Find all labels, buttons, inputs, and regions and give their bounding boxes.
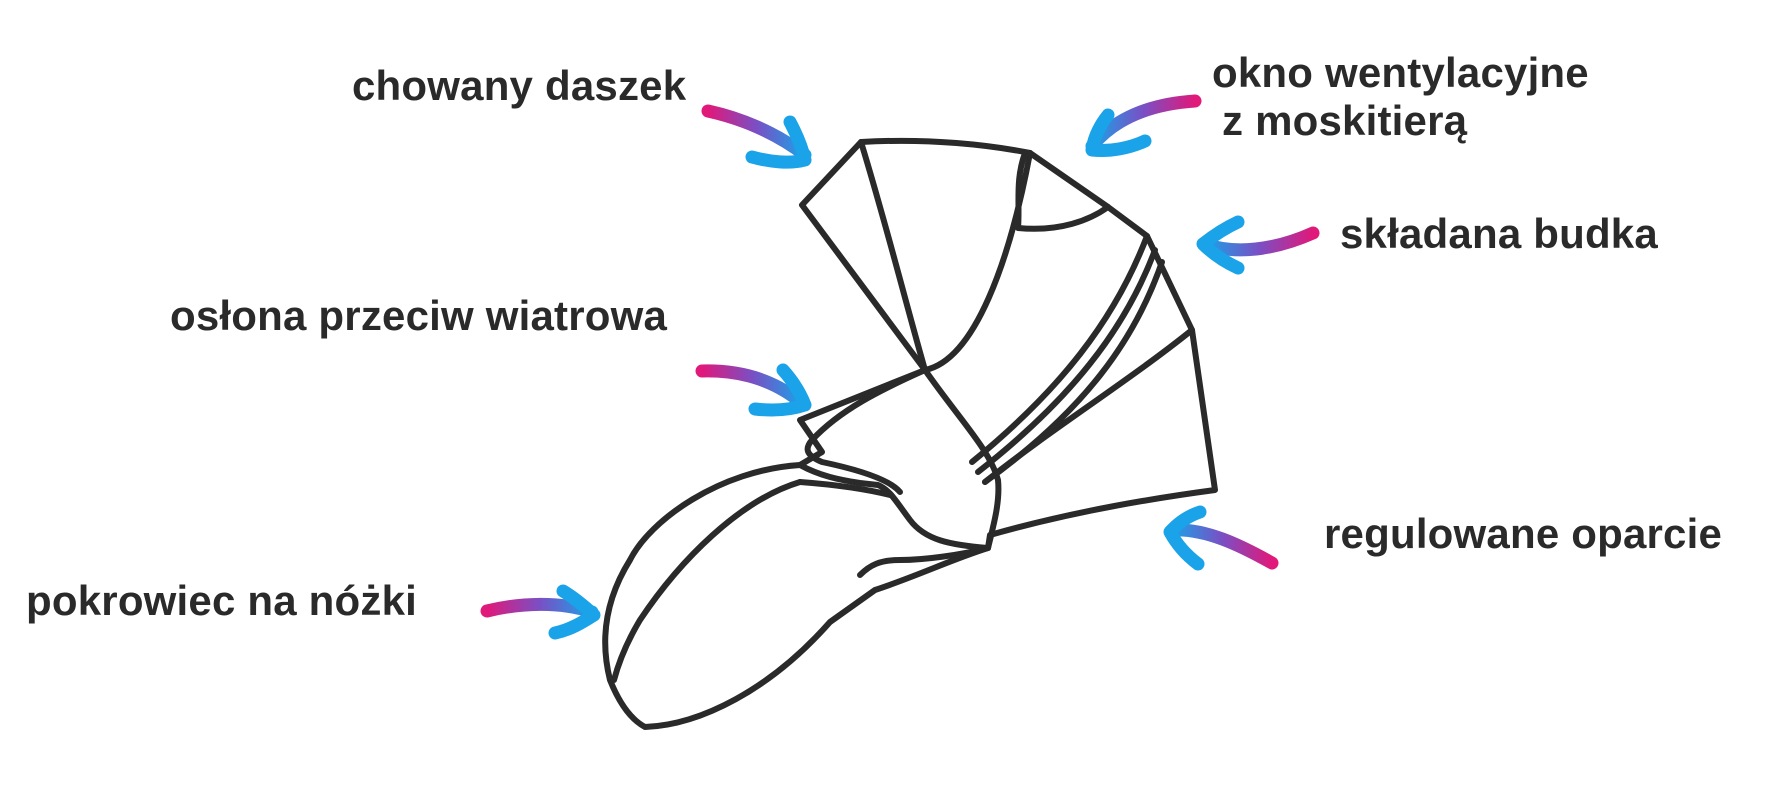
footmuff-seam [797, 479, 893, 498]
label-vent-window: okno wentylacyjne z moskitierą [1212, 49, 1589, 145]
canopy-center-line [922, 150, 1033, 373]
label-footmuff: pokrowiec na nóżki [26, 577, 417, 625]
footmuff [602, 462, 991, 730]
stroller-outline [602, 137, 1218, 730]
label-vent-line1: okno wentylacyjne [1212, 49, 1589, 96]
label-hood-text: składana budka [1340, 210, 1658, 257]
bassinet-side [922, 367, 1002, 551]
label-backrest: regulowane oparcie [1324, 510, 1722, 558]
label-windshield: osłona przeciw wiatrowa [170, 292, 667, 340]
bassinet-inner [857, 545, 991, 578]
footmuff-inner [611, 479, 803, 683]
label-canopy: chowany daszek [352, 62, 686, 110]
label-vent-line2: z moskitierą [1222, 97, 1468, 144]
windshield [804, 367, 928, 495]
label-backrest-text: regulowane oparcie [1324, 510, 1723, 557]
label-windshield-text: osłona przeciw wiatrowa [170, 292, 668, 339]
label-canopy-text: chowany daszek [352, 62, 687, 109]
canopy-panel-line [858, 139, 928, 373]
arrow-vent [1085, 94, 1202, 157]
hood-fold-2 [975, 247, 1158, 475]
vent-window-outline [1015, 150, 1111, 232]
arrow-hood [1196, 215, 1320, 275]
hood-fold-4 [982, 327, 1195, 485]
arrows [480, 94, 1320, 640]
arrow-backrest [1163, 505, 1279, 571]
arrow-canopy [701, 104, 812, 169]
arrow-windshield [695, 363, 812, 417]
arrow-footmuff [480, 584, 601, 640]
hood-fold-1 [969, 233, 1150, 465]
label-hood: składana budka [1340, 210, 1658, 258]
label-footmuff-text: pokrowiec na nóżki [26, 577, 418, 624]
